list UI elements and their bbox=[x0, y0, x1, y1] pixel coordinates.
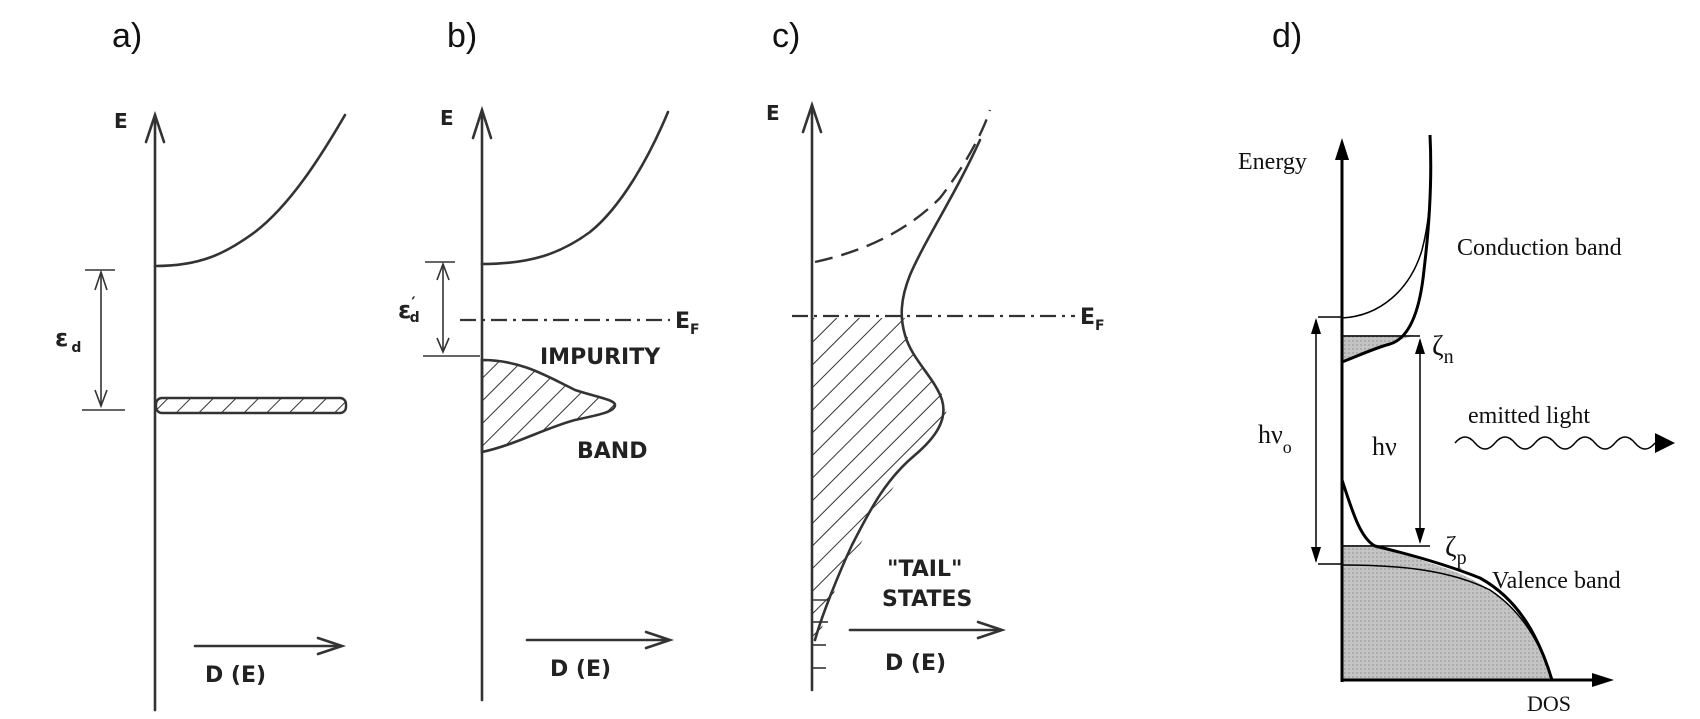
panel-c-unperturbed-band-curve bbox=[814, 109, 992, 264]
panel-c-dos-arrowhead bbox=[976, 620, 1007, 640]
panel-c-axis-x-label: D (E) bbox=[885, 651, 946, 676]
panel-a-gap-arrowhead-down bbox=[94, 389, 108, 409]
panel-d-emitted-light-wave bbox=[1454, 436, 1656, 450]
panel-d-hv-arrowhead-down bbox=[1415, 528, 1425, 544]
panel-d-valence-band-thick-curve bbox=[1340, 479, 1554, 681]
panel-a-axis-y-label: E bbox=[114, 109, 128, 133]
panel-d-hv-label: hν bbox=[1372, 432, 1397, 461]
panel-b-label: b) bbox=[447, 17, 477, 55]
panel-d-axis-x-label: DOS bbox=[1527, 691, 1571, 716]
panel-c-axis-arrowhead bbox=[801, 100, 823, 134]
panel-a-axis-x-label: D (E) bbox=[205, 663, 266, 688]
panel-b-axis-x-label: D (E) bbox=[550, 657, 611, 682]
panel-a-conduction-band-curve bbox=[153, 113, 347, 268]
panel-b-axis-y-label: E bbox=[440, 106, 454, 130]
panel-d-hv-arrowhead-up bbox=[1415, 338, 1425, 354]
panel-c: c) E EF "TAIL" STATES D (E) bbox=[766, 17, 1105, 692]
panel-b-impurity-band bbox=[480, 358, 617, 454]
panel-a-impurity-level bbox=[154, 396, 348, 415]
panel-b-conduction-band-curve bbox=[480, 110, 670, 266]
panel-c-label: c) bbox=[772, 17, 800, 55]
panel-d: d) Energy DOS ζn ζp hνo hν bbox=[1238, 17, 1675, 716]
panel-c-axis-y-label: E bbox=[766, 101, 780, 125]
panel-d-label: d) bbox=[1272, 17, 1302, 55]
panel-d-axis-y-label: Energy bbox=[1238, 149, 1307, 175]
panel-b-gap-arrowhead-down bbox=[436, 337, 450, 355]
panel-a-dos-arrowhead bbox=[316, 636, 347, 656]
panel-d-hv0-arrowhead-down bbox=[1311, 547, 1321, 563]
panel-d-axis-arrowhead-right bbox=[1592, 673, 1614, 687]
panel-d-conduction-band-filled bbox=[1342, 335, 1415, 362]
panel-c-fermi-label: EF bbox=[1080, 305, 1105, 334]
panel-b-gap-label: ε′d bbox=[398, 293, 420, 326]
panel-b-axis-arrowhead bbox=[471, 105, 493, 140]
panel-d-conduction-band-thick-curve bbox=[1341, 134, 1433, 364]
panel-d-axis-arrowhead-up bbox=[1335, 138, 1349, 160]
panel-d-valence-band-filled bbox=[1342, 545, 1552, 680]
panel-c-tail-label: "TAIL" bbox=[887, 557, 962, 582]
panel-b: b) E ε′d EF IMPURITY BAND D (E) bbox=[398, 17, 700, 702]
panel-c-dos-curve-with-tail bbox=[813, 138, 982, 642]
panel-b-impurity-label: IMPURITY bbox=[540, 345, 661, 370]
panel-d-emitted-light-label: emitted light bbox=[1468, 403, 1590, 429]
panel-d-conduction-band-thin-curve bbox=[1341, 134, 1432, 319]
panel-d-zeta-n-label: ζn bbox=[1432, 331, 1454, 368]
panel-d-valence-band-label: Valence band bbox=[1492, 568, 1621, 594]
panel-b-fermi-label: EF bbox=[675, 309, 700, 338]
panel-d-conduction-band-label: Conduction band bbox=[1457, 235, 1622, 261]
panel-d-hv0-label: hνo bbox=[1258, 420, 1292, 457]
panel-b-dos-arrowhead bbox=[644, 630, 675, 650]
panel-a-gap-arrowhead-up bbox=[94, 269, 108, 291]
panel-b-gap-arrowhead-up bbox=[436, 261, 450, 281]
panel-a-axis-arrowhead bbox=[144, 110, 166, 144]
panel-d-emitted-light-arrowhead bbox=[1655, 433, 1675, 453]
panel-d-hv0-arrowhead-up bbox=[1311, 318, 1321, 334]
panel-c-states-label: STATES bbox=[882, 587, 972, 612]
panel-b-band-label: BAND bbox=[577, 439, 647, 464]
panel-d-zeta-p-label: ζp bbox=[1445, 532, 1467, 569]
panel-a-label: a) bbox=[112, 17, 142, 55]
